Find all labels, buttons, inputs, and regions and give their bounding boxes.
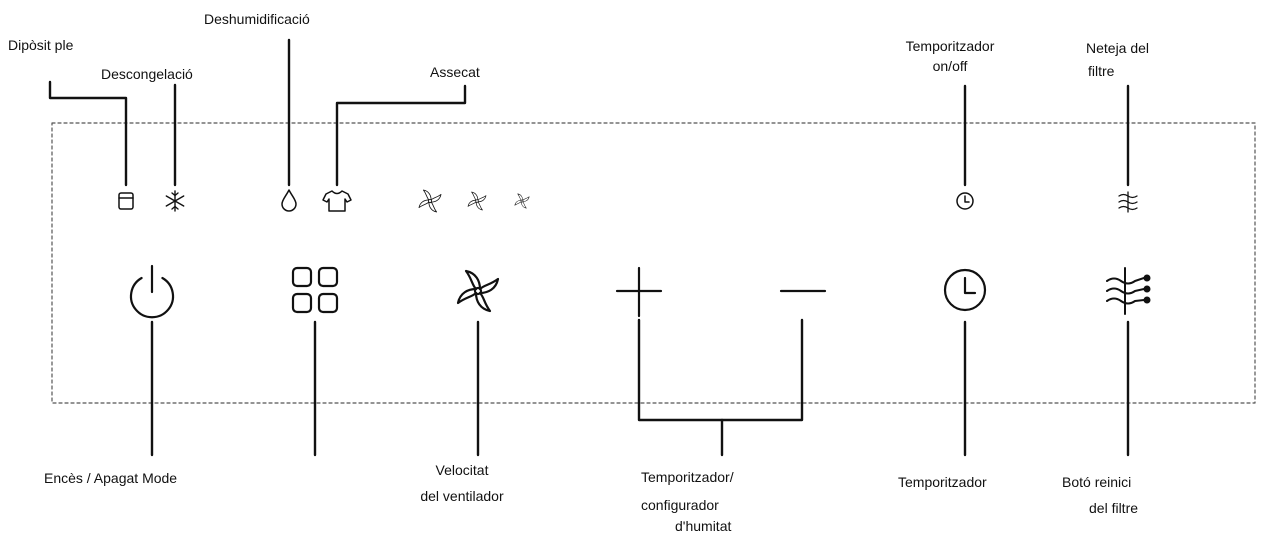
button-icons: [129, 264, 1151, 319]
label-timer-humidity-2: configurador: [641, 497, 719, 513]
label-drying: Assecat: [430, 64, 480, 80]
label-filter-clean-2: filtre: [1088, 63, 1115, 79]
leader-plus-minus: [637, 318, 804, 422]
fan-medium-icon: [467, 191, 487, 211]
fan-high-icon: [418, 189, 442, 213]
mode-grid-icon[interactable]: [291, 266, 339, 314]
leader-lines-bottom: [150, 318, 1130, 457]
leader-lines-top: [48, 38, 1130, 187]
label-timer-onoff-1: Temporitzador: [905, 38, 995, 54]
label-defrost: Descongelació: [101, 66, 193, 82]
fan-low-icon: [514, 193, 530, 209]
label-power-mode: Encès / Apagat Mode: [44, 470, 178, 486]
clock-indicator-icon: [956, 192, 974, 210]
label-timer-onoff-2: on/off: [932, 58, 968, 74]
filter-reset-icon[interactable]: [1106, 267, 1151, 315]
label-timer-humidity-3: d'humitat: [675, 518, 732, 534]
label-filter-reset-1: Botó reinici: [1062, 474, 1132, 490]
label-dehumidification: Deshumidificació: [204, 11, 310, 27]
clock-icon[interactable]: [943, 268, 987, 312]
tank-icon: [118, 192, 134, 210]
plus-icon[interactable]: [615, 266, 663, 318]
label-tank-full: Dipòsit ple: [8, 37, 74, 53]
filter-indicator-icon: [1118, 191, 1138, 213]
panel-outline: [51, 122, 1256, 404]
label-timer: Temporitzador: [898, 474, 987, 490]
fan-icon[interactable]: [456, 269, 500, 313]
indicator-icons: [118, 189, 1138, 213]
snowflake-icon: [165, 190, 185, 212]
leader-tank-full: [48, 80, 128, 187]
shirt-icon: [322, 190, 352, 212]
leader-drying: [335, 84, 467, 187]
droplet-icon: [281, 189, 297, 212]
label-timer-humidity-1: Temporitzador/: [641, 469, 734, 485]
label-fan-speed-2: del ventilador: [420, 488, 504, 504]
power-icon[interactable]: [129, 264, 175, 319]
label-filter-clean-1: Neteja del: [1086, 40, 1150, 56]
label-filter-reset-2: del filtre: [1089, 500, 1139, 516]
label-fan-speed-1: Velocitat: [435, 462, 489, 478]
